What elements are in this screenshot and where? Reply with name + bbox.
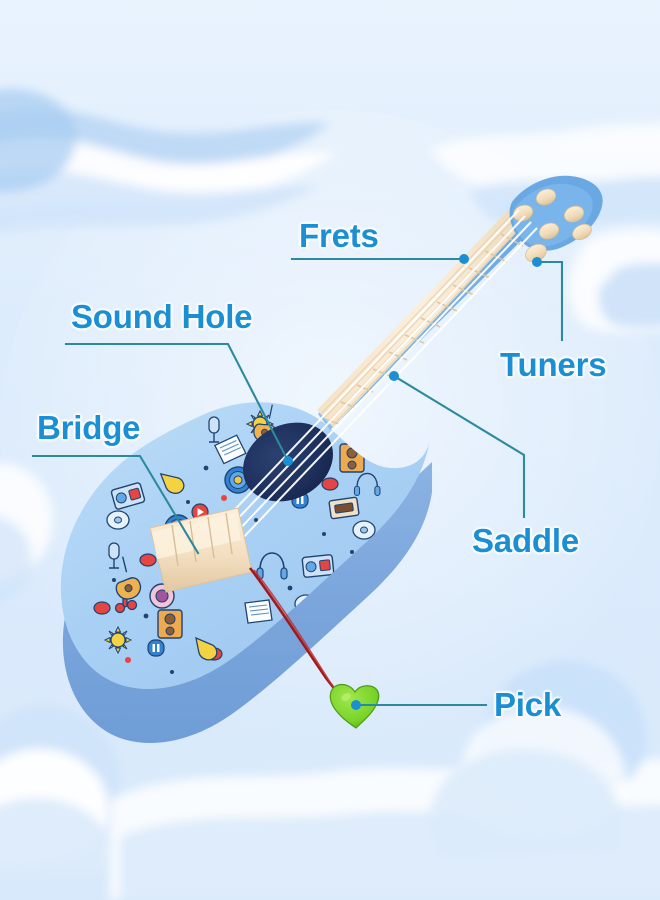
dot-pick: [351, 700, 361, 710]
callout-label-saddle: Saddle: [472, 522, 580, 559]
dot-tuners: [532, 257, 542, 267]
callout-label-frets: Frets: [299, 217, 379, 254]
cloud-left: [0, 462, 53, 604]
leader-bridge: [31, 454, 200, 555]
callout-tuners: Tuners: [500, 346, 607, 383]
callout-label-bridge: Bridge: [37, 409, 141, 446]
callout-label-tuners: Tuners: [500, 346, 607, 383]
callout-label-pick: Pick: [494, 686, 562, 723]
callout-pick: Pick: [494, 688, 561, 721]
fretboard: [317, 205, 533, 427]
callout-label-sound-hole: Sound Hole: [71, 298, 253, 335]
ukulele-strings: [203, 209, 538, 561]
callout-saddle: Saddle: [472, 524, 579, 557]
cloud-right: [568, 229, 660, 333]
dot-frets: [459, 254, 469, 264]
leader-saddle: [392, 374, 526, 519]
callout-frets: Frets: [299, 219, 379, 252]
tuner-pegs: [512, 188, 592, 263]
callout-dot-markers: [283, 254, 542, 710]
dot-sound-hole: [283, 456, 293, 466]
leader-sound-hole: [64, 342, 290, 463]
cloud-bottom-right: [430, 660, 646, 858]
callout-bridge: Bridge: [37, 409, 141, 446]
cloud-top-left: [0, 88, 336, 233]
callout-sound-hole: Sound Hole: [71, 298, 253, 335]
dot-saddle: [389, 371, 399, 381]
leader-tuners: [535, 260, 564, 342]
cloud-bottom-left: [0, 705, 120, 876]
